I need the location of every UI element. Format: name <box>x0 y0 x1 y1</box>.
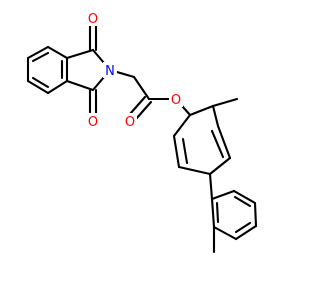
bond <box>65 48 95 60</box>
tolyl-ring <box>208 172 258 254</box>
atom-label-nitrogen: N <box>105 64 115 79</box>
bond <box>210 197 216 229</box>
bond <box>216 124 232 160</box>
bond <box>210 129 225 159</box>
bond <box>31 76 50 89</box>
bond <box>134 100 153 121</box>
structure-canvas: O N O O O <box>26 10 258 254</box>
methylphenyl-ring <box>172 97 239 176</box>
bond <box>177 165 212 176</box>
molecule-structure: O N O O O <box>26 10 258 254</box>
bond <box>181 137 189 165</box>
atom-O4: O <box>169 91 183 108</box>
bond <box>210 189 236 201</box>
imide-ring <box>65 24 112 115</box>
bond <box>234 224 258 241</box>
bond <box>233 195 252 208</box>
bond <box>208 172 214 201</box>
bond <box>172 113 192 138</box>
atom-label-oxygen: O <box>88 115 98 130</box>
bond <box>26 79 50 95</box>
bond <box>65 79 95 92</box>
atom-O1: O <box>86 10 100 27</box>
bond <box>46 79 69 95</box>
phthalimide-benzene-ring <box>26 45 69 95</box>
bond <box>31 51 50 63</box>
bond <box>132 75 151 101</box>
bond <box>188 104 215 117</box>
atom-N1: N <box>103 62 117 79</box>
bond <box>215 201 220 224</box>
atom-label-oxygen: O <box>171 93 181 108</box>
bond <box>46 45 69 60</box>
bond <box>211 97 239 108</box>
bond <box>212 225 238 241</box>
bond <box>232 189 257 205</box>
atom-label-oxygen: O <box>125 115 135 130</box>
bond <box>253 201 258 228</box>
bond <box>172 134 181 169</box>
bond <box>208 156 232 176</box>
bond <box>234 221 252 234</box>
atom-O3: O <box>123 113 137 130</box>
bond <box>128 95 147 116</box>
bond <box>26 45 50 60</box>
bond <box>211 104 220 128</box>
atom-label-oxygen: O <box>88 12 98 27</box>
atom-O2: O <box>86 113 100 130</box>
